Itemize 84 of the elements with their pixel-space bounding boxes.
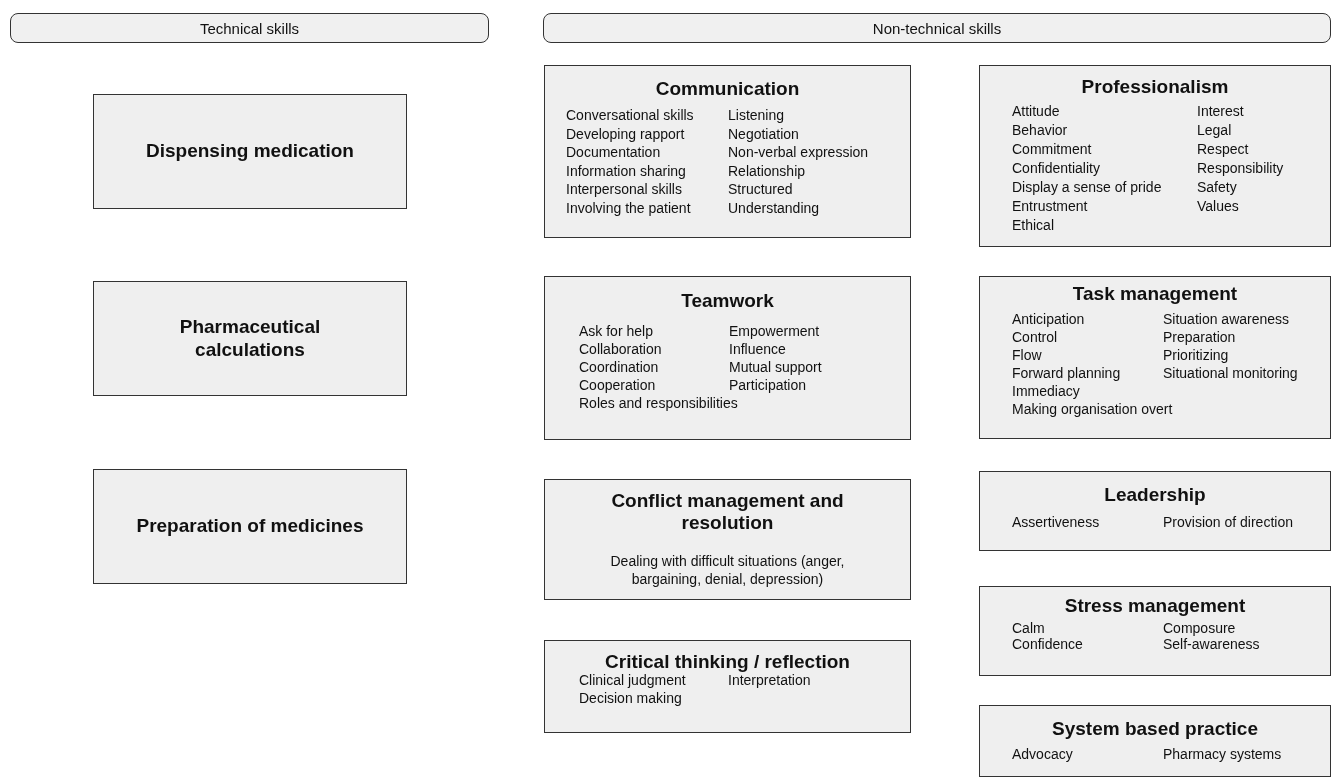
skill-item: Calm bbox=[1012, 620, 1045, 637]
skill-item: Control bbox=[1012, 329, 1058, 346]
box-title: Preparation of medicines bbox=[136, 515, 364, 538]
skill-item: Pharmacy systems bbox=[1163, 746, 1282, 763]
skill-item: Making organisation overt bbox=[1012, 401, 1173, 418]
skill-item: Decision making bbox=[579, 690, 682, 707]
skill-item: Information sharing bbox=[566, 162, 686, 180]
skill-item: Participation bbox=[729, 377, 807, 394]
skill-item: Collaboration bbox=[579, 341, 662, 358]
skill-item: Ethical bbox=[1012, 217, 1055, 234]
skill-item: Flow bbox=[1012, 347, 1042, 364]
box-title: Leadership bbox=[1103, 484, 1207, 506]
category-header bbox=[543, 13, 1331, 43]
skill-item: Assertiveness bbox=[1012, 514, 1100, 531]
skill-box bbox=[544, 276, 911, 440]
skill-item: Preparation bbox=[1163, 329, 1236, 346]
skill-item: Non-verbal expression bbox=[728, 144, 869, 161]
skill-item: Provision of direction bbox=[1163, 514, 1293, 531]
skill-item: Influence bbox=[729, 341, 786, 358]
skill-item: Immediacy bbox=[1012, 383, 1080, 400]
skill-box bbox=[979, 276, 1331, 439]
skill-item: Situational monitoring bbox=[1163, 365, 1298, 382]
skill-item: Confidence bbox=[1012, 636, 1083, 653]
skill-item: Self-awareness bbox=[1163, 636, 1260, 653]
skill-item: Empowerment bbox=[729, 323, 820, 340]
skill-item: Documentation bbox=[566, 144, 661, 161]
skill-box bbox=[979, 65, 1331, 247]
skill-item: Mutual support bbox=[729, 359, 822, 376]
skill-item: Roles and responsibilities bbox=[579, 395, 738, 412]
skill-item: Clinical judgment bbox=[579, 672, 686, 689]
header-label: Technical skills bbox=[199, 19, 300, 37]
skill-item: Interpretation bbox=[728, 672, 811, 689]
header-label: Non-technical skills bbox=[872, 19, 1002, 37]
skill-box bbox=[979, 705, 1331, 777]
box-title: Teamwork bbox=[680, 290, 775, 312]
skill-item: Relationship bbox=[728, 162, 806, 180]
skill-box bbox=[544, 479, 911, 600]
skill-item: Interpersonal skills bbox=[566, 181, 682, 198]
skill-item: Safety bbox=[1197, 179, 1237, 196]
skill-box bbox=[93, 469, 407, 584]
skill-item: Interest bbox=[1197, 103, 1244, 120]
box-title: Professionalism bbox=[1080, 76, 1230, 98]
skill-box bbox=[979, 471, 1331, 551]
box-title: Dispensing medication bbox=[146, 140, 354, 163]
skill-item: Commitment bbox=[1012, 141, 1092, 158]
skill-box bbox=[979, 586, 1331, 676]
skill-item: Listening bbox=[728, 107, 785, 124]
skill-item: Respect bbox=[1197, 141, 1249, 158]
box-title: Conflict management and resolution bbox=[610, 490, 845, 534]
skill-item: Understanding bbox=[728, 199, 820, 217]
box-title: Task management bbox=[1071, 283, 1239, 305]
skill-item: Prioritizing bbox=[1163, 347, 1229, 364]
skill-item: Composure bbox=[1163, 620, 1236, 637]
box-title: Communication bbox=[654, 78, 801, 100]
skill-item: Entrustment bbox=[1012, 198, 1088, 215]
box-title: Pharmaceutical calculations bbox=[178, 315, 322, 362]
skill-item: Situation awareness bbox=[1163, 311, 1290, 328]
skill-item: Values bbox=[1197, 198, 1239, 215]
skill-item: Involving the patient bbox=[566, 199, 691, 217]
skill-item: Legal bbox=[1197, 122, 1232, 139]
category-header bbox=[10, 13, 489, 43]
skill-item: Anticipation bbox=[1012, 311, 1085, 328]
skill-item: Advocacy bbox=[1012, 746, 1073, 763]
box-title: Stress management bbox=[1063, 595, 1247, 617]
box-title: Critical thinking / reflection bbox=[604, 651, 851, 673]
skill-item: Confidentiality bbox=[1012, 160, 1100, 177]
skill-item: Display a sense of pride bbox=[1012, 179, 1162, 196]
skill-item: Structured bbox=[728, 181, 793, 198]
skill-description: Dealing with difficult situations (anger, bargaining, denial, depression) bbox=[609, 552, 846, 589]
skill-item: Forward planning bbox=[1012, 365, 1121, 382]
skill-item: Negotiation bbox=[728, 125, 799, 143]
box-title: System based practice bbox=[1051, 718, 1259, 740]
skill-item: Coordination bbox=[579, 359, 659, 376]
skill-box bbox=[544, 640, 911, 733]
skill-item: Conversational skills bbox=[566, 107, 694, 124]
skill-item: Responsibility bbox=[1197, 160, 1284, 177]
skill-item: Cooperation bbox=[579, 377, 656, 394]
skill-box bbox=[93, 281, 407, 396]
skill-item: Behavior bbox=[1012, 122, 1068, 139]
skill-box bbox=[93, 94, 407, 209]
skill-item: Ask for help bbox=[579, 323, 653, 340]
skill-item: Developing rapport bbox=[566, 125, 685, 143]
skill-box bbox=[544, 65, 911, 238]
skill-item: Attitude bbox=[1012, 103, 1060, 120]
